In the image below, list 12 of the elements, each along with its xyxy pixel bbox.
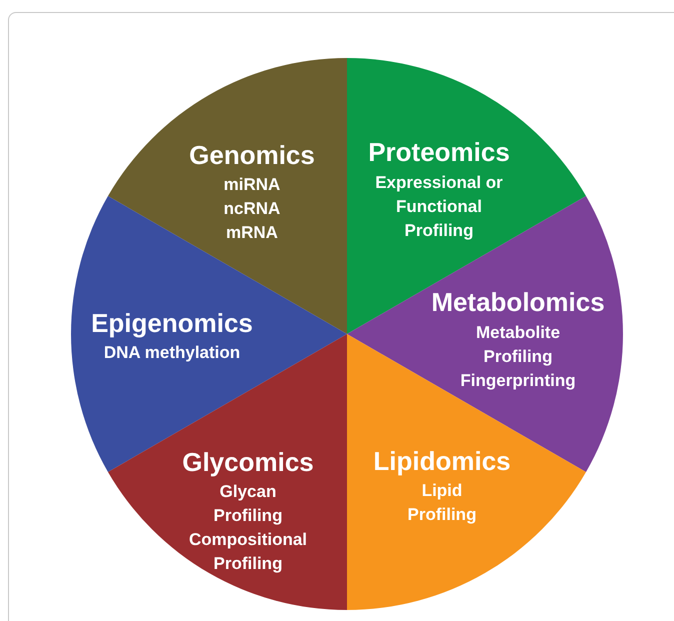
sector-title: Glycomics <box>181 447 315 477</box>
sector-title: Metabolomics <box>430 287 606 317</box>
sector-description: miRNA ncRNA mRNA <box>222 174 282 244</box>
sector-description: Glycan Profiling Compositional Profiling <box>188 481 308 575</box>
sector-title: Epigenomics <box>90 308 254 338</box>
sector-description: Metabolite Profiling Fingerprinting <box>459 322 577 392</box>
sector-description: Expressional or Functional Profiling <box>374 172 504 242</box>
sector-title: Proteomics <box>367 137 511 167</box>
sector-description: DNA methylation <box>102 342 242 364</box>
sector-title: Lipidomics <box>372 446 512 476</box>
sector-title: Genomics <box>188 140 316 170</box>
sector-description: Lipid Profiling <box>406 480 478 526</box>
